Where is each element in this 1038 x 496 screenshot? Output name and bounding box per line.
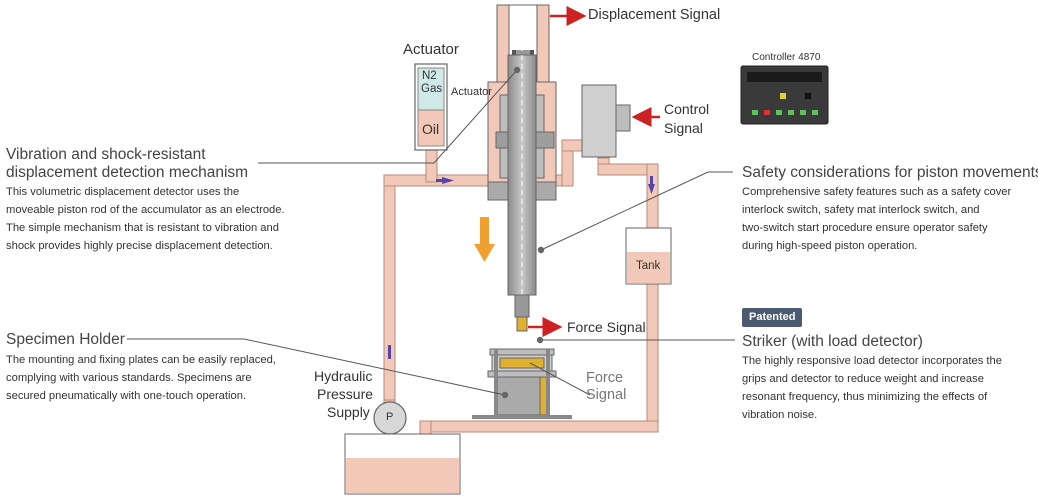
actuator-title: Actuator [403,41,459,58]
safety-desc-line: during high-speed piston operation. [742,240,918,252]
vibration-heading-1: Vibration and shock-resistant [6,146,206,163]
safety-desc-line: two-switch start procedure ensure operat… [742,222,988,234]
tank-label: Tank [636,260,661,272]
n2-label: N2 [422,70,437,82]
vibration-desc-line: moveable piston rod of the accumulator a… [6,204,285,216]
leader-dots [501,66,545,399]
accumulator [414,63,448,151]
vibration-desc-line: This volumetric displacement detector us… [6,186,240,198]
hydraulic-label-1: Hydraulic [314,368,373,384]
specimen-desc-line: The mounting and fixing plates can be ea… [6,354,276,366]
striker-desc-line: The highly responsive load detector inco… [742,355,1002,367]
specimen-heading: Specimen Holder [6,331,125,348]
safety-desc-line: Comprehensive safety features such as a … [742,186,1012,198]
controller-title: Controller 4870 [752,52,821,63]
specimen-holder [472,348,572,419]
safety-desc-line: interlock switch, safety mat interlock s… [742,204,980,216]
safety-heading: Safety considerations for piston movemen… [742,164,1038,181]
vibration-desc-line: shock provides highly precise displaceme… [6,240,273,252]
striker-desc-line: vibration noise. [742,409,818,421]
control-signal-label-1: Control [664,101,710,117]
striker-desc-line: grips and detector to reduce weight and … [742,373,984,385]
reservoir [344,433,461,495]
leader-lines [127,69,735,396]
displacement-signal-label: Displacement Signal [588,7,721,23]
control-signal-label-2: Signal [664,120,703,136]
motion-arrow [474,217,495,262]
tank [625,227,672,285]
vibration-desc-line: The simple mechanism that is resistant t… [6,222,279,234]
hydraulic-label-3: Supply [327,404,370,420]
patented-badge: Patented [742,308,803,327]
servo-valve [581,84,631,158]
vibration-heading-2: displacement detection mechanism [6,164,249,181]
striker-desc-line: resonant frequency, thus minimizing the … [742,391,988,403]
controller-4870 [740,65,829,125]
force-signal-label-2b: Signal [586,387,627,403]
specimen-desc-line: secured pneumatically with one-touch ope… [6,390,247,402]
pump [373,401,407,435]
oil-label: Oil [422,121,440,137]
actuator-body [487,10,557,332]
striker-heading: Striker (with load detector) [742,333,923,350]
actuator-small-label: Actuator [451,86,492,98]
signal-arrows [528,6,660,337]
force-signal-leader [529,362,591,396]
specimen-desc-line: complying with various standards. Specim… [6,372,252,384]
gas-label: Gas [421,83,443,95]
force-signal-label: Force Signal [567,319,646,335]
pump-label: P [386,411,394,423]
force-signal-label-2a: Force [586,370,624,386]
hydraulic-label-2: Pressure [317,386,374,402]
